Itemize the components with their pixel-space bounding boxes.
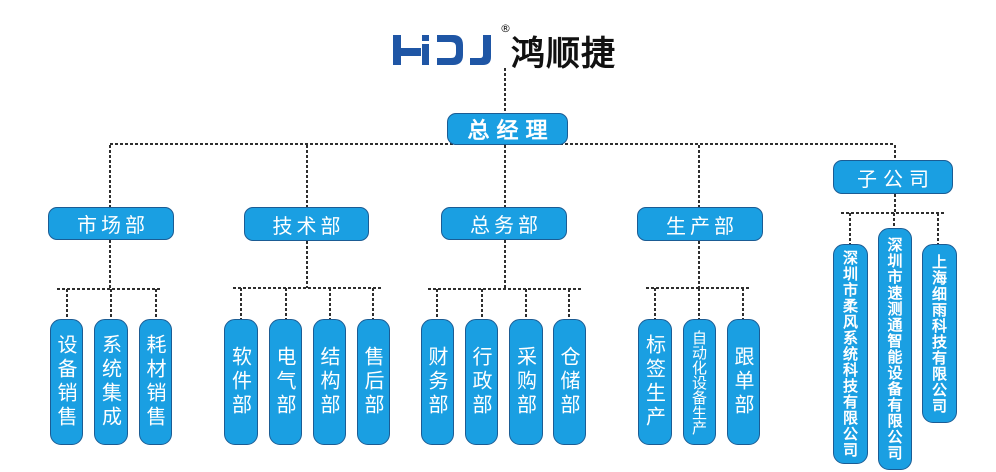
node-label: 软件部	[228, 346, 253, 418]
node-label: 自动化设备生产	[690, 329, 708, 435]
unit-node-consumables-sales: 耗材销售	[139, 319, 172, 445]
node-label: 电气部	[273, 346, 297, 418]
root-node-general-manager: 总经理	[447, 113, 568, 145]
node-label: 技术部	[272, 213, 345, 238]
unit-node-electrical: 电气部	[269, 319, 302, 445]
dept-node-market: 市场部	[48, 207, 174, 240]
unit-node-order-follow-up: 跟单部	[727, 319, 760, 445]
unit-node-finance: 财务部	[421, 319, 454, 445]
node-label: 市场部	[77, 213, 149, 237]
unit-node-software: 软件部	[224, 319, 258, 445]
node-label: 财务部	[425, 346, 449, 418]
node-label: 子公司	[857, 166, 935, 191]
node-label: 设备销售	[54, 334, 78, 430]
dept-node-admin: 总务部	[441, 207, 567, 240]
node-label: 系统集成	[98, 334, 123, 430]
subsidiary-node-shenzhen-roufeng: 深圳市柔风系统科技有限公司	[833, 244, 868, 464]
node-label: 总务部	[470, 213, 542, 237]
unit-node-automation-equipment-production: 自动化设备生产	[683, 319, 716, 445]
node-label: 采购部	[513, 346, 538, 418]
node-label: 行政部	[469, 346, 493, 418]
unit-node-purchasing: 采购部	[509, 319, 543, 445]
unit-node-equipment-sales: 设备销售	[50, 319, 83, 445]
unit-node-after-sales: 售后部	[357, 319, 390, 445]
dept-node-tech: 技术部	[244, 207, 369, 241]
registered-mark: ®	[500, 22, 511, 35]
unit-node-structural: 结构部	[313, 319, 346, 445]
dept-node-production: 生产部	[637, 207, 763, 241]
unit-node-system-integration: 系统集成	[94, 319, 128, 445]
node-label: 上海细雨科技有限公司	[930, 253, 948, 414]
node-label: 耗材销售	[143, 334, 167, 430]
subsidiary-node-shenzhen-sucetong: 深圳市速测通智能设备有限公司	[878, 228, 912, 470]
node-label: 仓储部	[557, 346, 581, 418]
node-label: 标签生产	[642, 334, 667, 430]
brand-name: 鸿顺捷	[511, 34, 616, 74]
unit-node-administration: 行政部	[465, 319, 498, 445]
node-label: 结构部	[317, 346, 341, 418]
node-label: 跟单部	[731, 346, 755, 418]
node-label: 生产部	[666, 213, 738, 238]
node-label: 深圳市柔风系统科技有限公司	[841, 250, 859, 458]
node-label: 深圳市速测通智能设备有限公司	[885, 237, 904, 461]
dept-node-subsidiary: 子公司	[833, 160, 953, 194]
node-label: 总经理	[467, 119, 555, 144]
unit-node-label-production: 标签生产	[638, 319, 672, 445]
logo: ® 鸿顺捷	[390, 20, 630, 74]
hisj-logo-mark	[393, 35, 491, 65]
node-label: 售后部	[361, 346, 385, 418]
unit-node-warehouse: 仓储部	[553, 319, 586, 445]
subsidiary-node-shanghai-xiyu: 上海细雨科技有限公司	[922, 244, 957, 423]
